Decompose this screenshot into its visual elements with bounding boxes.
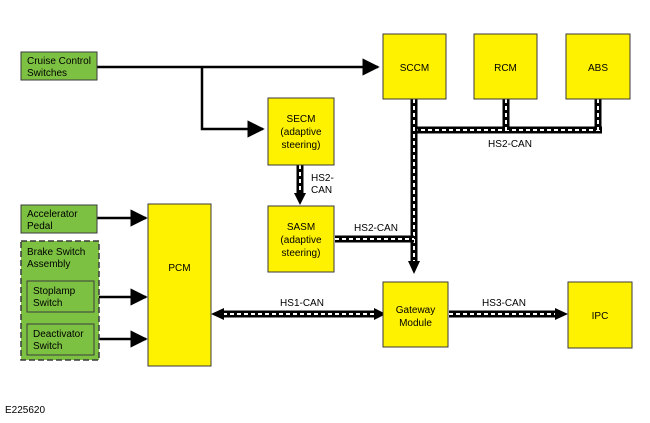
module-abs: ABS bbox=[565, 33, 631, 100]
bus-arrowheads bbox=[211, 193, 568, 320]
stoplamp-label-line2: Switch bbox=[33, 298, 62, 309]
pcm-label: PCM bbox=[168, 263, 190, 274]
stoplamp-switch-box bbox=[26, 280, 95, 313]
bus-label-hs2-sasm: HS2-CAN bbox=[354, 223, 398, 234]
figure-reference: E225620 bbox=[5, 405, 45, 416]
wire-cruise-to-secm bbox=[200, 67, 265, 138]
arrow-secm-to-sasm bbox=[294, 193, 306, 205]
stoplamp-label-line1: Stoplamp bbox=[33, 286, 76, 297]
accelerator-label-line2: Pedal bbox=[27, 221, 53, 232]
brake-assembly-label-line2: Assembly bbox=[27, 259, 70, 270]
bus-label-hs3: HS3-CAN bbox=[482, 298, 526, 309]
abs-label: ABS bbox=[588, 63, 608, 74]
gateway-label-line1: Gateway bbox=[396, 305, 435, 316]
secm-label-line2: (adaptive bbox=[280, 127, 322, 138]
bus-label-hs2-top: HS2-CAN bbox=[488, 139, 532, 150]
sccm-label: SCCM bbox=[400, 63, 429, 74]
deactivator-switch-box bbox=[26, 323, 95, 356]
cruise-label-line2: Switches bbox=[27, 68, 67, 79]
module-secm: SECM (adaptive steering) bbox=[267, 97, 335, 166]
rcm-label: RCM bbox=[494, 63, 517, 74]
cruise-label-line1: Cruise Control bbox=[27, 56, 91, 67]
brake-switch-assembly: Brake Switch Assembly Stoplamp Switch De… bbox=[20, 240, 100, 361]
arrow-hs3-right bbox=[555, 308, 568, 320]
brake-assembly-label-line1: Brake Switch bbox=[27, 247, 85, 258]
signal-wires bbox=[94, 58, 380, 348]
gateway-label-line2: Module bbox=[399, 318, 432, 329]
secm-label-line1: SECM bbox=[287, 114, 316, 125]
accelerator-label-line1: Accelerator bbox=[27, 209, 78, 220]
arrow-hs1-right bbox=[374, 308, 386, 320]
sasm-label-line1: SASM bbox=[287, 222, 315, 233]
module-sasm: SASM (adaptive steering) bbox=[267, 205, 335, 273]
module-rcm: RCM bbox=[473, 33, 538, 100]
module-pcm: PCM bbox=[147, 203, 212, 367]
bus-label-hs2-vertical-line2: CAN bbox=[311, 185, 332, 196]
module-gateway: Gateway Module bbox=[382, 281, 449, 348]
bus-label-hs1: HS1-CAN bbox=[280, 298, 324, 309]
module-ipc: IPC bbox=[567, 281, 633, 349]
bus-label-hs2-vertical-line1: HS2- bbox=[311, 173, 334, 184]
secm-label-line3: steering) bbox=[282, 140, 321, 151]
ipc-label: IPC bbox=[592, 311, 609, 322]
deactivator-label-line1: Deactivator bbox=[33, 329, 84, 340]
sasm-label-line3: steering) bbox=[282, 248, 321, 259]
can-bus-lines bbox=[223, 99, 602, 318]
deactivator-label-line2: Switch bbox=[33, 341, 62, 352]
arrow-to-gateway bbox=[408, 261, 420, 274]
input-cruise-control: Cruise Control Switches bbox=[20, 51, 98, 81]
input-accelerator: Accelerator Pedal bbox=[20, 204, 98, 234]
module-sccm: SCCM bbox=[382, 33, 447, 100]
sasm-label-line2: (adaptive bbox=[280, 235, 322, 246]
arrow-hs1-left bbox=[211, 308, 224, 320]
